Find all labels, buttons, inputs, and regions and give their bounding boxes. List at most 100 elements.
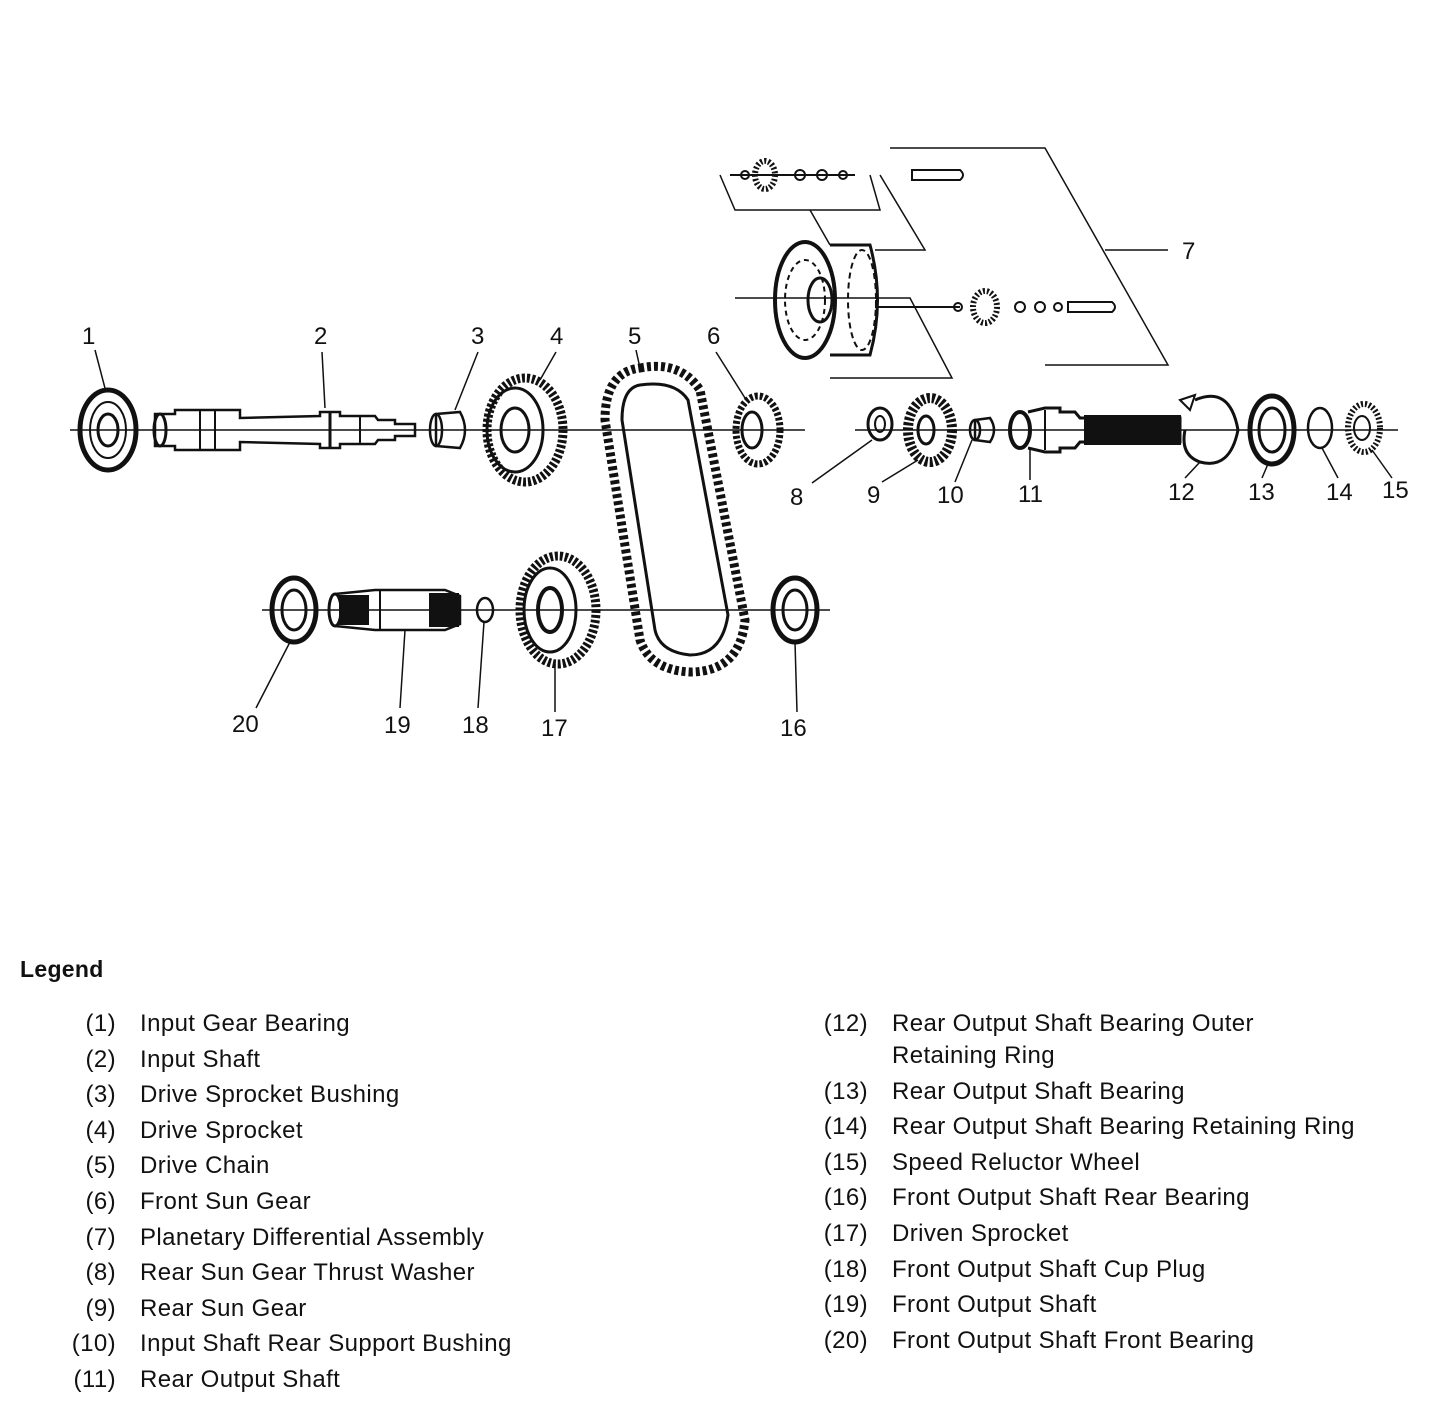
part-thrust-washer <box>866 406 894 442</box>
callout-12: 12 <box>1168 479 1195 506</box>
part-drive-sprocket-bushing <box>428 410 467 450</box>
legend-text: Front Output Shaft Rear Bearing <box>892 1184 1250 1212</box>
legend-text: Rear Sun Gear Thrust Washer <box>140 1259 475 1287</box>
legend-item: (4) Drive Sprocket <box>60 1115 760 1147</box>
legend-item: (14) Rear Output Shaft Bearing Retaining … <box>812 1111 1452 1143</box>
callout-16: 16 <box>780 715 807 742</box>
part-input-shaft <box>152 408 417 452</box>
legend-item: (19) Front Output Shaft <box>812 1289 1452 1321</box>
callout-15: 15 <box>1382 477 1409 504</box>
legend-text: Front Sun Gear <box>140 1187 312 1215</box>
callout-6: 6 <box>707 323 720 350</box>
legend-text: Rear Output Shaft Bearing <box>892 1077 1185 1105</box>
legend-item: (2) Input Shaft <box>60 1044 760 1076</box>
callout-2: 2 <box>314 323 327 350</box>
legend-number: (9) <box>85 1294 116 1322</box>
callout-1: 1 <box>82 323 95 350</box>
callout-17: 17 <box>541 715 568 742</box>
legend-item: (18) Front Output Shaft Cup Plug <box>812 1254 1452 1286</box>
part-rear-sun-gear <box>903 393 957 467</box>
legend-text: Input Shaft Rear Support Bushing <box>140 1330 512 1358</box>
legend-column-right: (12) Rear Output Shaft Bearing Outer Reta… <box>812 1008 1452 1360</box>
legend-item: (16) Front Output Shaft Rear Bearing <box>812 1182 1452 1214</box>
callout-10: 10 <box>937 482 964 509</box>
part-speed-reluctor-wheel <box>1345 401 1383 455</box>
legend-item: (7) Planetary Differential Assembly <box>60 1222 760 1254</box>
legend-item: (1)Input Gear Bearing <box>60 1008 760 1040</box>
legend-item: (10) Input Shaft Rear Support Bushing <box>60 1328 760 1360</box>
legend-title: Legend <box>20 956 104 982</box>
callout-9: 9 <box>867 482 880 509</box>
part-front-sun-gear <box>732 392 784 468</box>
callout-11: 11 <box>1018 481 1043 508</box>
legend-item: (20) Front Output Shaft Front Bearing <box>812 1325 1452 1357</box>
legend-number: (15) <box>823 1148 868 1176</box>
legend-item: (12) Rear Output Shaft Bearing Outer Reta… <box>812 1008 1452 1072</box>
callout-13: 13 <box>1248 479 1275 506</box>
part-planetary-differential <box>719 147 1170 379</box>
legend-item: (15) Speed Reluctor Wheel <box>812 1147 1452 1179</box>
legend-text: Driven Sprocket <box>892 1219 1069 1247</box>
part-front-output-front-bearing <box>269 575 319 645</box>
legend-number: (13) <box>823 1077 868 1105</box>
part-outer-retaining-ring <box>1178 393 1240 465</box>
legend-text: Front Output Shaft Front Bearing <box>892 1326 1255 1354</box>
legend-item: (11) Rear Output Shaft <box>60 1364 760 1396</box>
part-support-bushing <box>968 416 996 444</box>
legend-item: (6) Front Sun Gear <box>60 1186 760 1218</box>
exploded-view-diagram: 1 2 3 4 5 6 7 8 9 10 11 12 13 14 15 16 1… <box>70 147 1409 742</box>
part-drive-chain <box>600 361 750 677</box>
legend-item: (8) Rear Sun Gear Thrust Washer <box>60 1257 760 1289</box>
callout-19: 19 <box>384 712 411 739</box>
legend-number: (7) <box>85 1223 116 1251</box>
legend-item: (13) Rear Output Shaft Bearing <box>812 1076 1452 1108</box>
legend-number: (18) <box>823 1255 868 1283</box>
legend-number: (12) <box>823 1010 868 1037</box>
legend-number: (4) <box>85 1116 116 1144</box>
legend-number: (19) <box>823 1291 868 1319</box>
callout-18: 18 <box>462 712 489 739</box>
legend-number: (6) <box>85 1187 116 1215</box>
legend-item: (5) Drive Chain <box>60 1150 760 1182</box>
legend-number: (16) <box>823 1184 868 1212</box>
legend-text: Drive Chain <box>140 1152 270 1180</box>
legend-text: Rear Output Shaft Bearing Retaining Ring <box>892 1113 1355 1141</box>
legend-item: (17) Driven Sprocket <box>812 1218 1452 1250</box>
legend-number: (3) <box>85 1081 116 1109</box>
part-rear-output-shaft <box>1008 406 1182 454</box>
legend-number: (20) <box>823 1326 868 1354</box>
legend-text: Input Shaft <box>140 1045 261 1073</box>
legend-number: (5) <box>85 1152 116 1180</box>
legend-column-left: (1)Input Gear Bearing (2) Input Shaft (3)… <box>60 1008 760 1400</box>
part-driven-sprocket <box>515 551 601 669</box>
legend-item: (9) Rear Sun Gear <box>60 1293 760 1325</box>
legend-text: Front Output Shaft Cup Plug <box>892 1255 1206 1283</box>
legend-text: Drive Sprocket <box>140 1116 303 1144</box>
part-input-gear-bearing <box>77 387 139 473</box>
callout-7: 7 <box>1182 238 1195 265</box>
legend-number: (10) <box>71 1330 116 1358</box>
callout-5: 5 <box>628 323 641 350</box>
legend-number: (17) <box>823 1219 868 1247</box>
legend-text: Planetary Differential Assembly <box>140 1223 485 1251</box>
legend-number: (14) <box>823 1113 868 1141</box>
legend-number: (11) <box>73 1365 116 1393</box>
legend-text: Rear Sun Gear <box>140 1294 307 1322</box>
legend-text: Rear Output Shaft <box>140 1365 341 1393</box>
legend-text: Speed Reluctor Wheel <box>892 1148 1141 1176</box>
legend-item: (3) Drive Sprocket Bushing <box>60 1079 760 1111</box>
legend-number: (8) <box>85 1259 116 1287</box>
legend-text: Drive Sprocket Bushing <box>140 1081 400 1109</box>
part-front-output-shaft <box>327 588 462 632</box>
callout-3: 3 <box>471 323 484 350</box>
callout-14: 14 <box>1326 479 1353 506</box>
callout-4: 4 <box>550 323 563 350</box>
callout-20: 20 <box>232 711 259 738</box>
legend-text: Rear Output Shaft Bearing Outer Retainin… <box>892 1010 1254 1069</box>
legend-text: Front Output Shaft <box>892 1291 1097 1319</box>
part-rear-output-bearing <box>1247 393 1297 467</box>
legend-text: Input Gear Bearing <box>140 1010 350 1037</box>
part-cup-plug <box>475 596 495 624</box>
callout-8: 8 <box>790 484 803 511</box>
legend-number: (2) <box>85 1045 116 1073</box>
